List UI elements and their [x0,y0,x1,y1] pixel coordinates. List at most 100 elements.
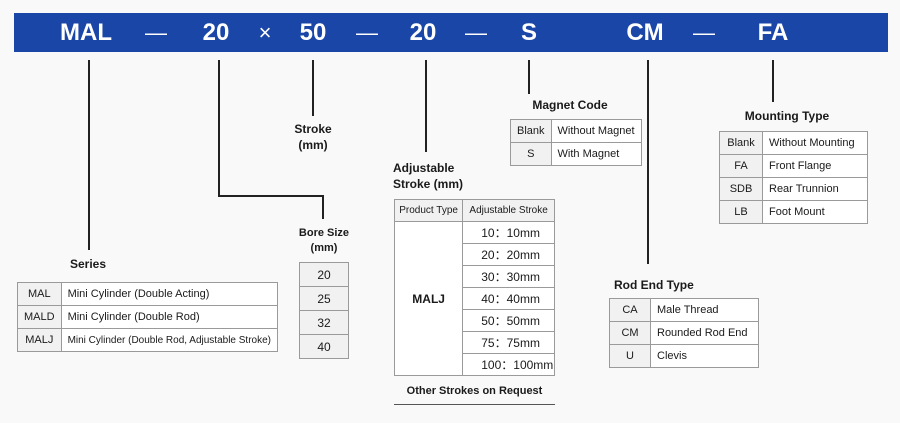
mounting-desc: Without Mounting [762,131,868,155]
code-magnet: S [520,19,538,46]
table-row: SDB Rear Trunnion [719,177,868,201]
mounting-code: FA [719,154,763,178]
table-header-row: Product Type Adjustable Stroke [393,199,555,222]
magnet-desc: With Magnet [550,142,642,166]
table-row: Blank Without Mounting [719,131,868,155]
header-product-type: Product Type [393,199,464,222]
adjustable-title-line1: Adjustable [393,161,455,175]
connector-bore-vertical [218,60,220,196]
stroke-option: 40：40mm [462,287,555,310]
stroke-option: 75：75mm [462,331,555,354]
table-row: MALJ Mini Cylinder (Double Rod, Adjustab… [17,328,279,352]
rod-end-desc: Rounded Rod End [650,321,759,345]
bore-value: 32 [299,310,349,335]
table-row: FA Front Flange [719,154,868,178]
mounting-code: SDB [719,177,763,201]
magnet-code: S [510,142,552,166]
series-table: MAL Mini Cylinder (Double Acting) MALD M… [17,282,279,352]
mounting-table: Blank Without Mounting FA Front Flange S… [719,131,868,224]
series-title: Series [69,257,107,271]
table-row: MAL Mini Cylinder (Double Acting) [17,282,279,306]
mounting-code: LB [719,200,763,224]
stroke-option: 50：50mm [462,309,555,332]
adjustable-title: Adjustable Stroke (mm) [393,160,463,192]
connector-series [88,60,90,250]
table-row: S With Magnet [510,142,642,166]
stroke-title-line1: Stroke [294,122,332,136]
code-times: × [258,20,272,45]
adjustable-stroke-table: Product Type Adjustable Stroke MALJ 10：1… [393,199,555,376]
stroke-title-line2: (mm) [298,138,328,152]
code-bore: 20 [202,19,230,46]
mounting-desc: Foot Mount [762,200,868,224]
magnet-desc: Without Magnet [550,119,642,143]
rod-end-code: U [609,344,651,368]
table-row: CM Rounded Rod End [609,321,759,345]
bore-table: 20 25 32 40 [299,262,349,359]
magnet-title: Magnet Code [532,98,608,112]
rod-end-table: CA Male Thread CM Rounded Rod End U Clev… [609,298,759,368]
connector-adjustable [425,60,427,152]
product-type-value: MALJ [393,221,464,376]
bore-title: Bore Size (mm) [292,226,356,256]
code-series: MAL [60,19,112,46]
series-code: MAL [17,282,62,306]
code-rod-end: CM [626,19,664,46]
code-separator: — [356,20,378,45]
table-row: 20 [299,262,349,287]
connector-rod-end [647,60,649,264]
connector-magnet [528,60,530,94]
mounting-desc: Front Flange [762,154,868,178]
magnet-code: Blank [510,119,552,143]
series-desc: Mini Cylinder (Double Acting) [60,282,279,306]
series-code: MALD [17,305,62,329]
code-separator: — [145,20,167,45]
mounting-code: Blank [719,131,763,155]
table-row: 40 [299,334,349,359]
rod-end-desc: Clevis [650,344,759,368]
rod-end-title: Rod End Type [614,278,694,292]
mounting-desc: Rear Trunnion [762,177,868,201]
table-row: MALJ 10：10mm [393,221,555,376]
table-row: CA Male Thread [609,298,759,322]
adjustable-footnote: Other Strokes on Request [406,385,543,397]
rod-end-code: CA [609,298,651,322]
mounting-title: Mounting Type [744,109,830,123]
rod-end-desc: Male Thread [650,298,759,322]
adjustable-title-line2: Stroke (mm) [393,177,464,191]
connector-mounting [772,60,774,102]
series-desc: Mini Cylinder (Double Rod, Adjustable St… [60,328,279,352]
bore-value: 25 [299,286,349,311]
code-stroke: 50 [299,19,327,46]
table-row: 32 [299,310,349,335]
bore-title-line2: (mm) [310,242,338,254]
table-row: U Clevis [609,344,759,368]
connector-bore-drop [322,195,324,219]
table-row: 100：100mm [395,353,555,376]
stroke-option: 30：30mm [462,265,555,288]
magnet-table: Blank Without Magnet S With Magnet [510,119,642,166]
stroke-option: 100：100mm [462,353,555,376]
model-code-banner: MAL — 20 × 50 — 20 — S CM — FA [14,13,888,52]
footnote-underline [394,404,555,405]
bore-value: 20 [299,262,349,287]
table-row: Blank Without Magnet [510,119,642,143]
table-row: LB Foot Mount [719,200,868,224]
code-separator: — [465,20,487,45]
code-adjustable-stroke: 20 [409,19,437,46]
code-separator: — [693,20,715,45]
series-code: MALJ [17,328,62,352]
code-mounting: FA [757,19,789,46]
table-row: 25 [299,286,349,311]
table-row: 75：75mm [395,331,555,354]
table-row: MALD Mini Cylinder (Double Rod) [17,305,279,329]
stroke-option: 10：10mm [462,221,555,244]
series-desc: Mini Cylinder (Double Rod) [60,305,279,329]
stroke-title: Stroke (mm) [283,121,343,153]
bore-title-line1: Bore Size [298,227,350,239]
header-adjustable-stroke: Adjustable Stroke [462,199,555,222]
stroke-option: 20：20mm [462,243,555,266]
rod-end-code: CM [609,321,651,345]
bore-value: 40 [299,334,349,359]
connector-bore-horizontal [218,195,324,197]
